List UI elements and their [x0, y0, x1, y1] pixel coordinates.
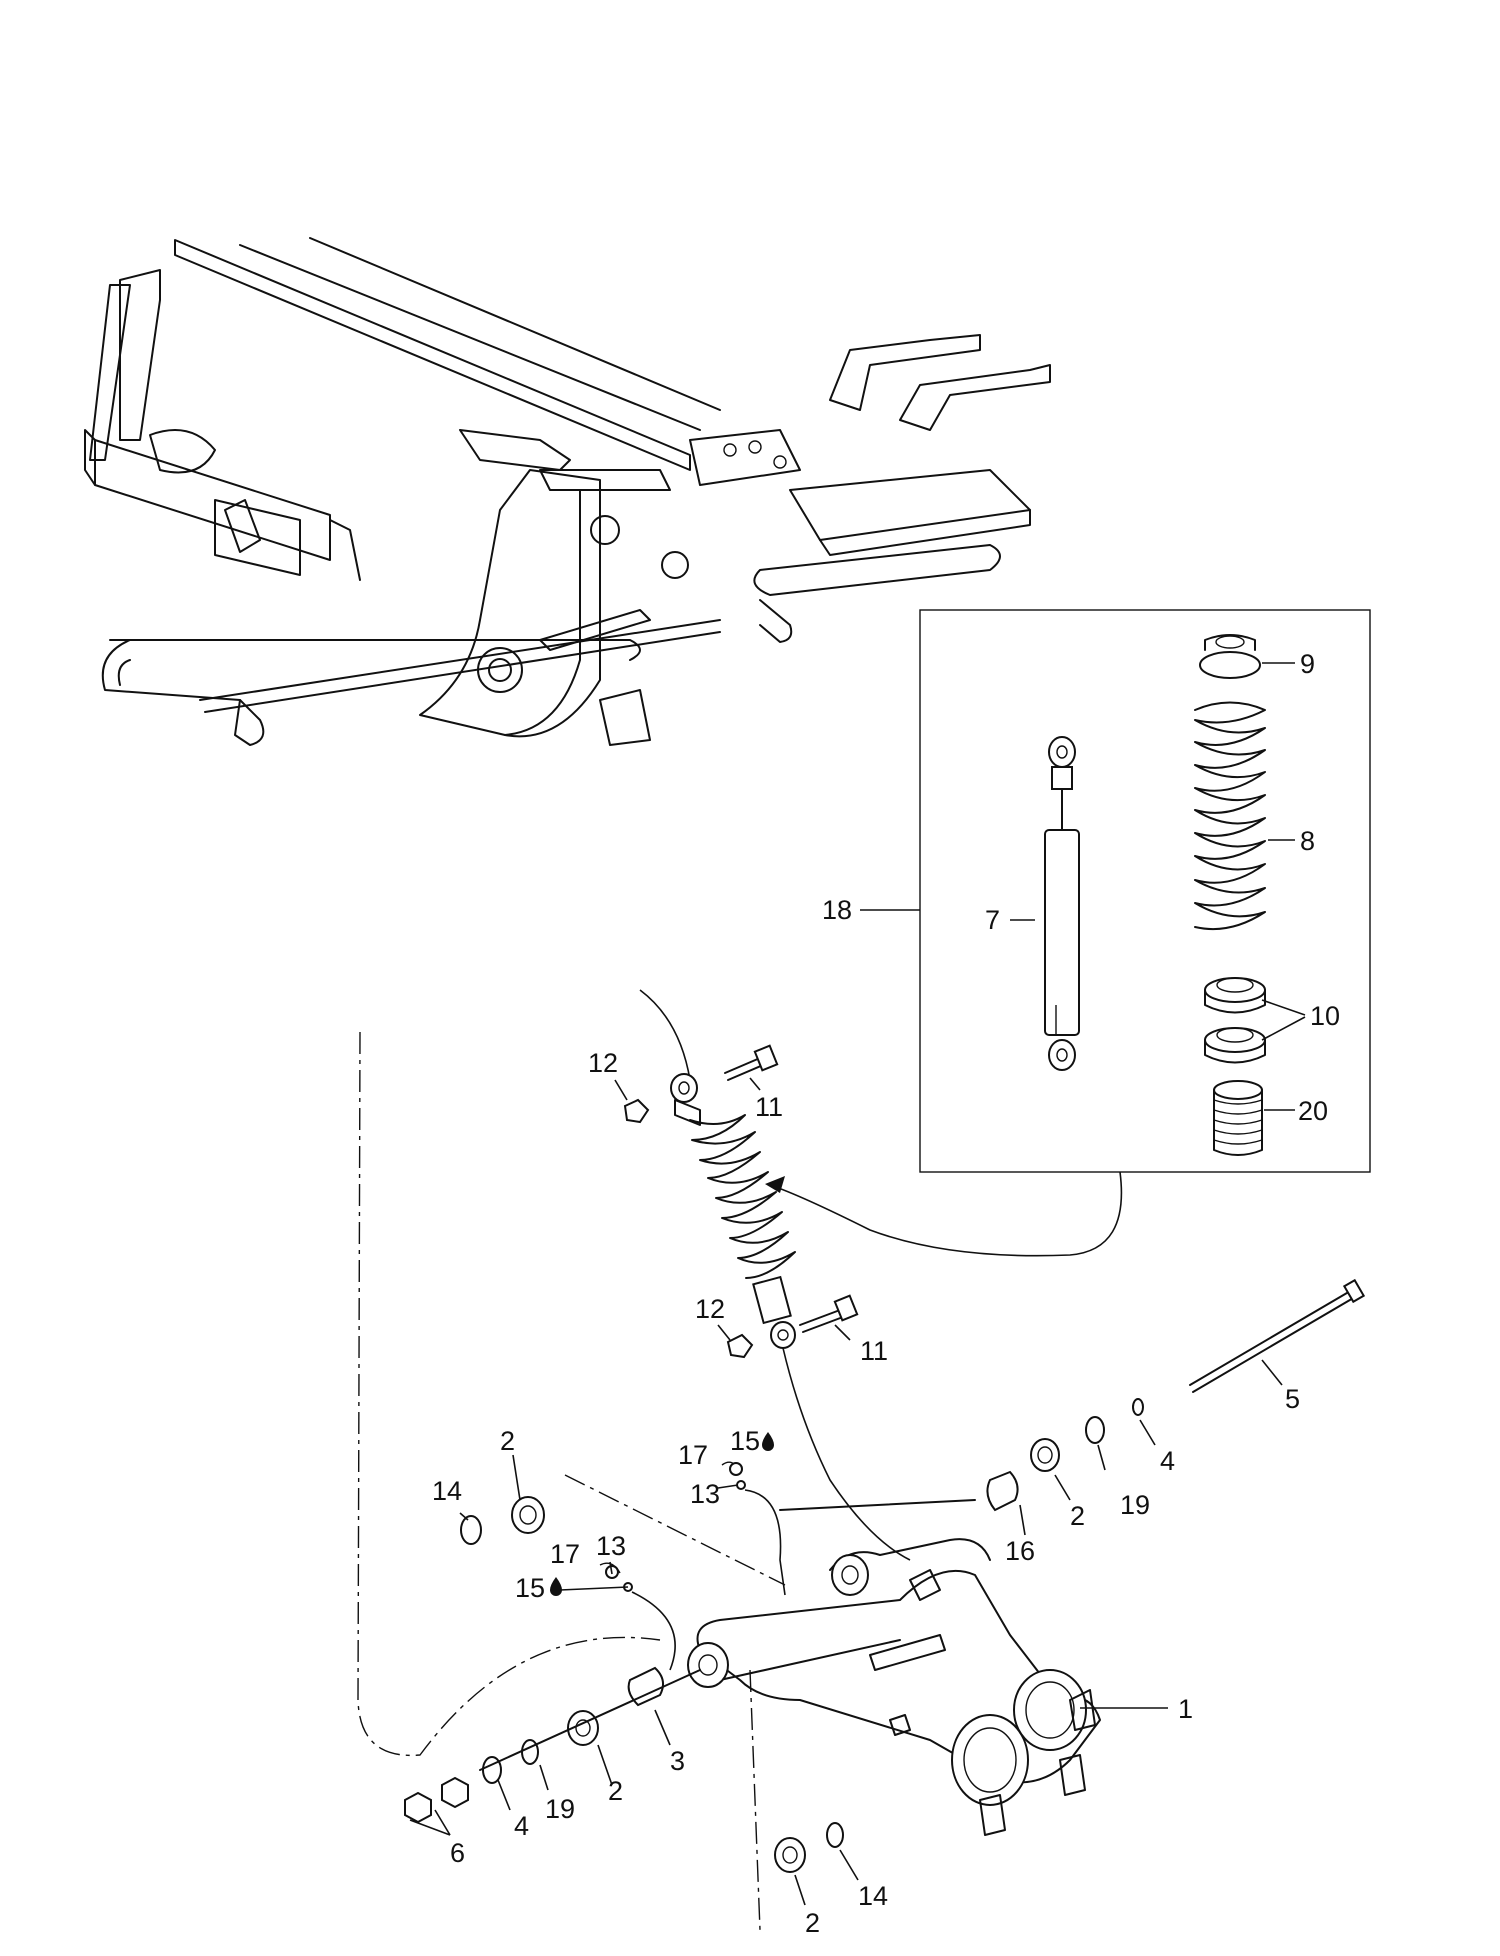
shock-absorber-part — [1044, 736, 1080, 1071]
grease-drop-icon — [762, 1432, 774, 1451]
swing-arm-assembly — [357, 1031, 1366, 1931]
callout-2: 2 — [805, 1908, 820, 1938]
callout-4: 4 — [1160, 1446, 1175, 1476]
callout-13: 13 — [690, 1479, 720, 1509]
callout-17: 17 — [678, 1440, 708, 1470]
callout-labels: 1 2 2 2 2 3 4 4 5 6 7 8 9 10 11 11 12 12… — [432, 649, 1340, 1938]
callout-15: 15 — [515, 1573, 545, 1603]
callout-7: 7 — [985, 905, 1000, 935]
threaded-collar-part — [1213, 1080, 1263, 1156]
callout-11: 11 — [860, 1336, 888, 1366]
coil-spring-part — [1194, 701, 1266, 931]
callout-11: 11 — [755, 1092, 783, 1122]
callout-16: 16 — [1005, 1536, 1035, 1566]
callout-15: 15 — [730, 1426, 760, 1456]
callout-10: 10 — [1310, 1001, 1340, 1031]
callout-8: 8 — [1300, 826, 1315, 856]
callout-19: 19 — [545, 1794, 575, 1824]
callout-12: 12 — [695, 1294, 725, 1324]
collar-parts — [1204, 977, 1266, 1064]
leader-lines — [409, 1077, 1283, 1906]
shock-assembly — [623, 989, 911, 1561]
callout-19: 19 — [1120, 1490, 1150, 1520]
callout-2: 2 — [608, 1776, 623, 1806]
frame-assembly — [84, 237, 1051, 746]
kit-frame — [919, 609, 1371, 1173]
callout-17: 17 — [550, 1539, 580, 1569]
callout-2: 2 — [500, 1426, 515, 1456]
callout-12: 12 — [588, 1048, 618, 1078]
callout-2: 2 — [1070, 1501, 1085, 1531]
callout-3: 3 — [670, 1746, 685, 1776]
callout-1: 1 — [1178, 1694, 1193, 1724]
callout-14: 14 — [432, 1476, 462, 1506]
spring-seat-part — [1199, 634, 1261, 679]
shock-kit-box — [860, 609, 1371, 1173]
callout-9: 9 — [1300, 649, 1315, 679]
grease-drop-icon — [550, 1577, 562, 1596]
callout-4: 4 — [514, 1811, 529, 1841]
callout-5: 5 — [1285, 1384, 1300, 1414]
callout-14: 14 — [858, 1881, 888, 1911]
callout-6: 6 — [450, 1838, 465, 1868]
callout-18: 18 — [822, 895, 852, 925]
kit-pointer-arrow — [769, 1171, 1123, 1257]
callout-20: 20 — [1298, 1096, 1328, 1126]
callout-13: 13 — [596, 1531, 626, 1561]
